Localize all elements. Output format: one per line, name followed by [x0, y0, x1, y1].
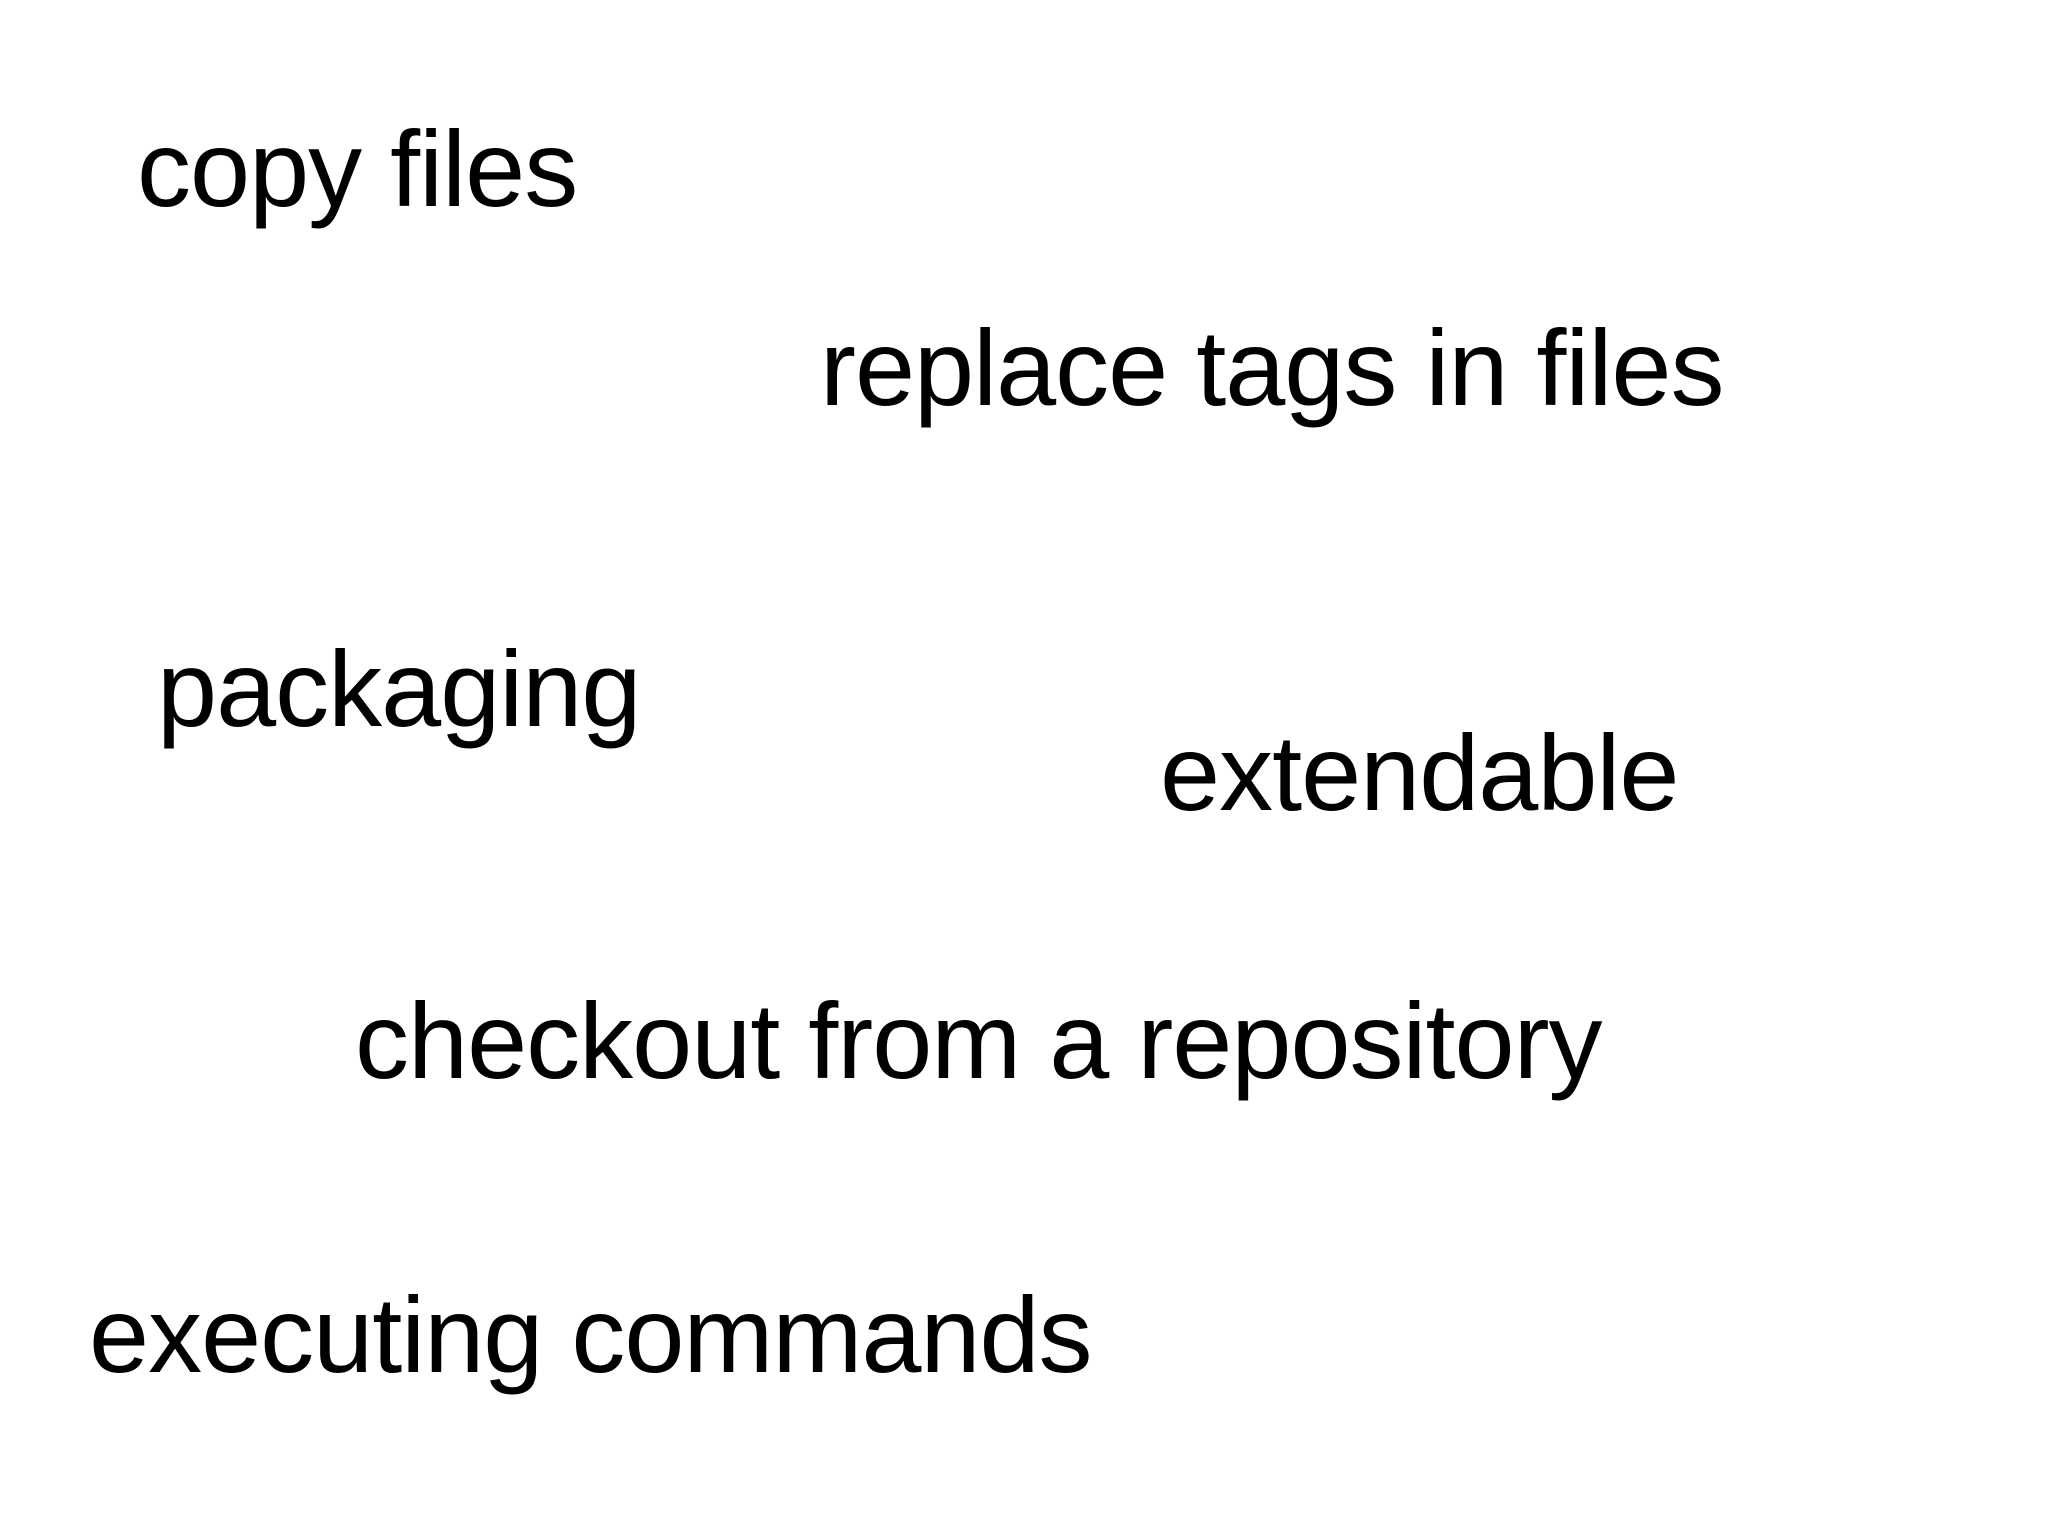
slide-text-copy-files: copy files — [137, 108, 578, 229]
slide-text-packaging: packaging — [157, 628, 641, 749]
slide-text-checkout-from-a-repository: checkout from a repository — [355, 980, 1603, 1101]
slide-text-replace-tags-in-files: replace tags in files — [820, 307, 1724, 428]
slide-text-extendable: extendable — [1160, 712, 1679, 833]
slide-text-executing-commands: executing commands — [89, 1274, 1093, 1395]
